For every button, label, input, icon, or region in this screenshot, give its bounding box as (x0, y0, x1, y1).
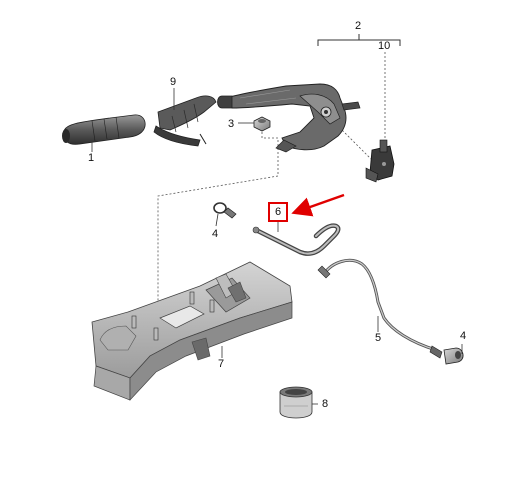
part-2-lever-assembly (217, 83, 361, 153)
part-4-eyelet-bottom (443, 347, 464, 365)
label-part-9: 9 (170, 76, 177, 88)
label-part-2: 2 (355, 20, 362, 32)
part-5-cable (317, 258, 443, 359)
part-10-switch (365, 139, 395, 183)
label-part-10: 10 (378, 40, 391, 52)
label-part-4-bottom: 4 (460, 330, 467, 342)
label-part-3: 3 (228, 118, 235, 130)
part-7-floor-bracket (91, 261, 293, 401)
label-part-1: 1 (88, 152, 95, 164)
part-8-bushing (279, 386, 313, 419)
label-part-7: 7 (218, 358, 225, 370)
label-part-8: 8 (322, 398, 329, 410)
label-part-6-highlighted: 6 (268, 202, 289, 222)
part-6-rod (252, 223, 341, 256)
label-part-5: 5 (375, 332, 382, 344)
group-bracket-2 (317, 34, 401, 46)
part-9-lever-boot (153, 95, 217, 147)
label-part-4-top: 4 (212, 228, 219, 240)
part-1-handle-grip (62, 114, 146, 145)
part-4-eyelet-top (213, 202, 237, 219)
part-3-nut (253, 116, 271, 132)
highlight-arrow (291, 193, 345, 217)
